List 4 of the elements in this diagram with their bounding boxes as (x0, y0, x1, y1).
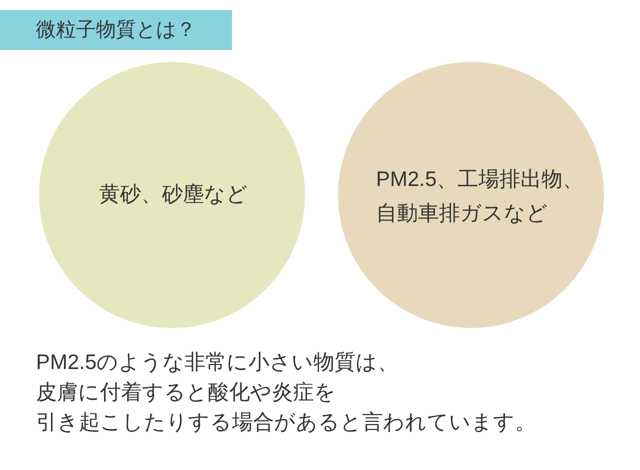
title-banner: 微粒子物質とは？ (0, 10, 232, 50)
circle-label: PM2.5、工場排出物、自動車排ガスなど (376, 167, 585, 227)
note-text: PM2.5のような非常に小さい物質は、皮膚に付着すると酸化や炎症を引き起こしたりする場合があると言われています。 (36, 350, 537, 436)
circle-label: 黄砂、砂塵など (99, 182, 248, 208)
